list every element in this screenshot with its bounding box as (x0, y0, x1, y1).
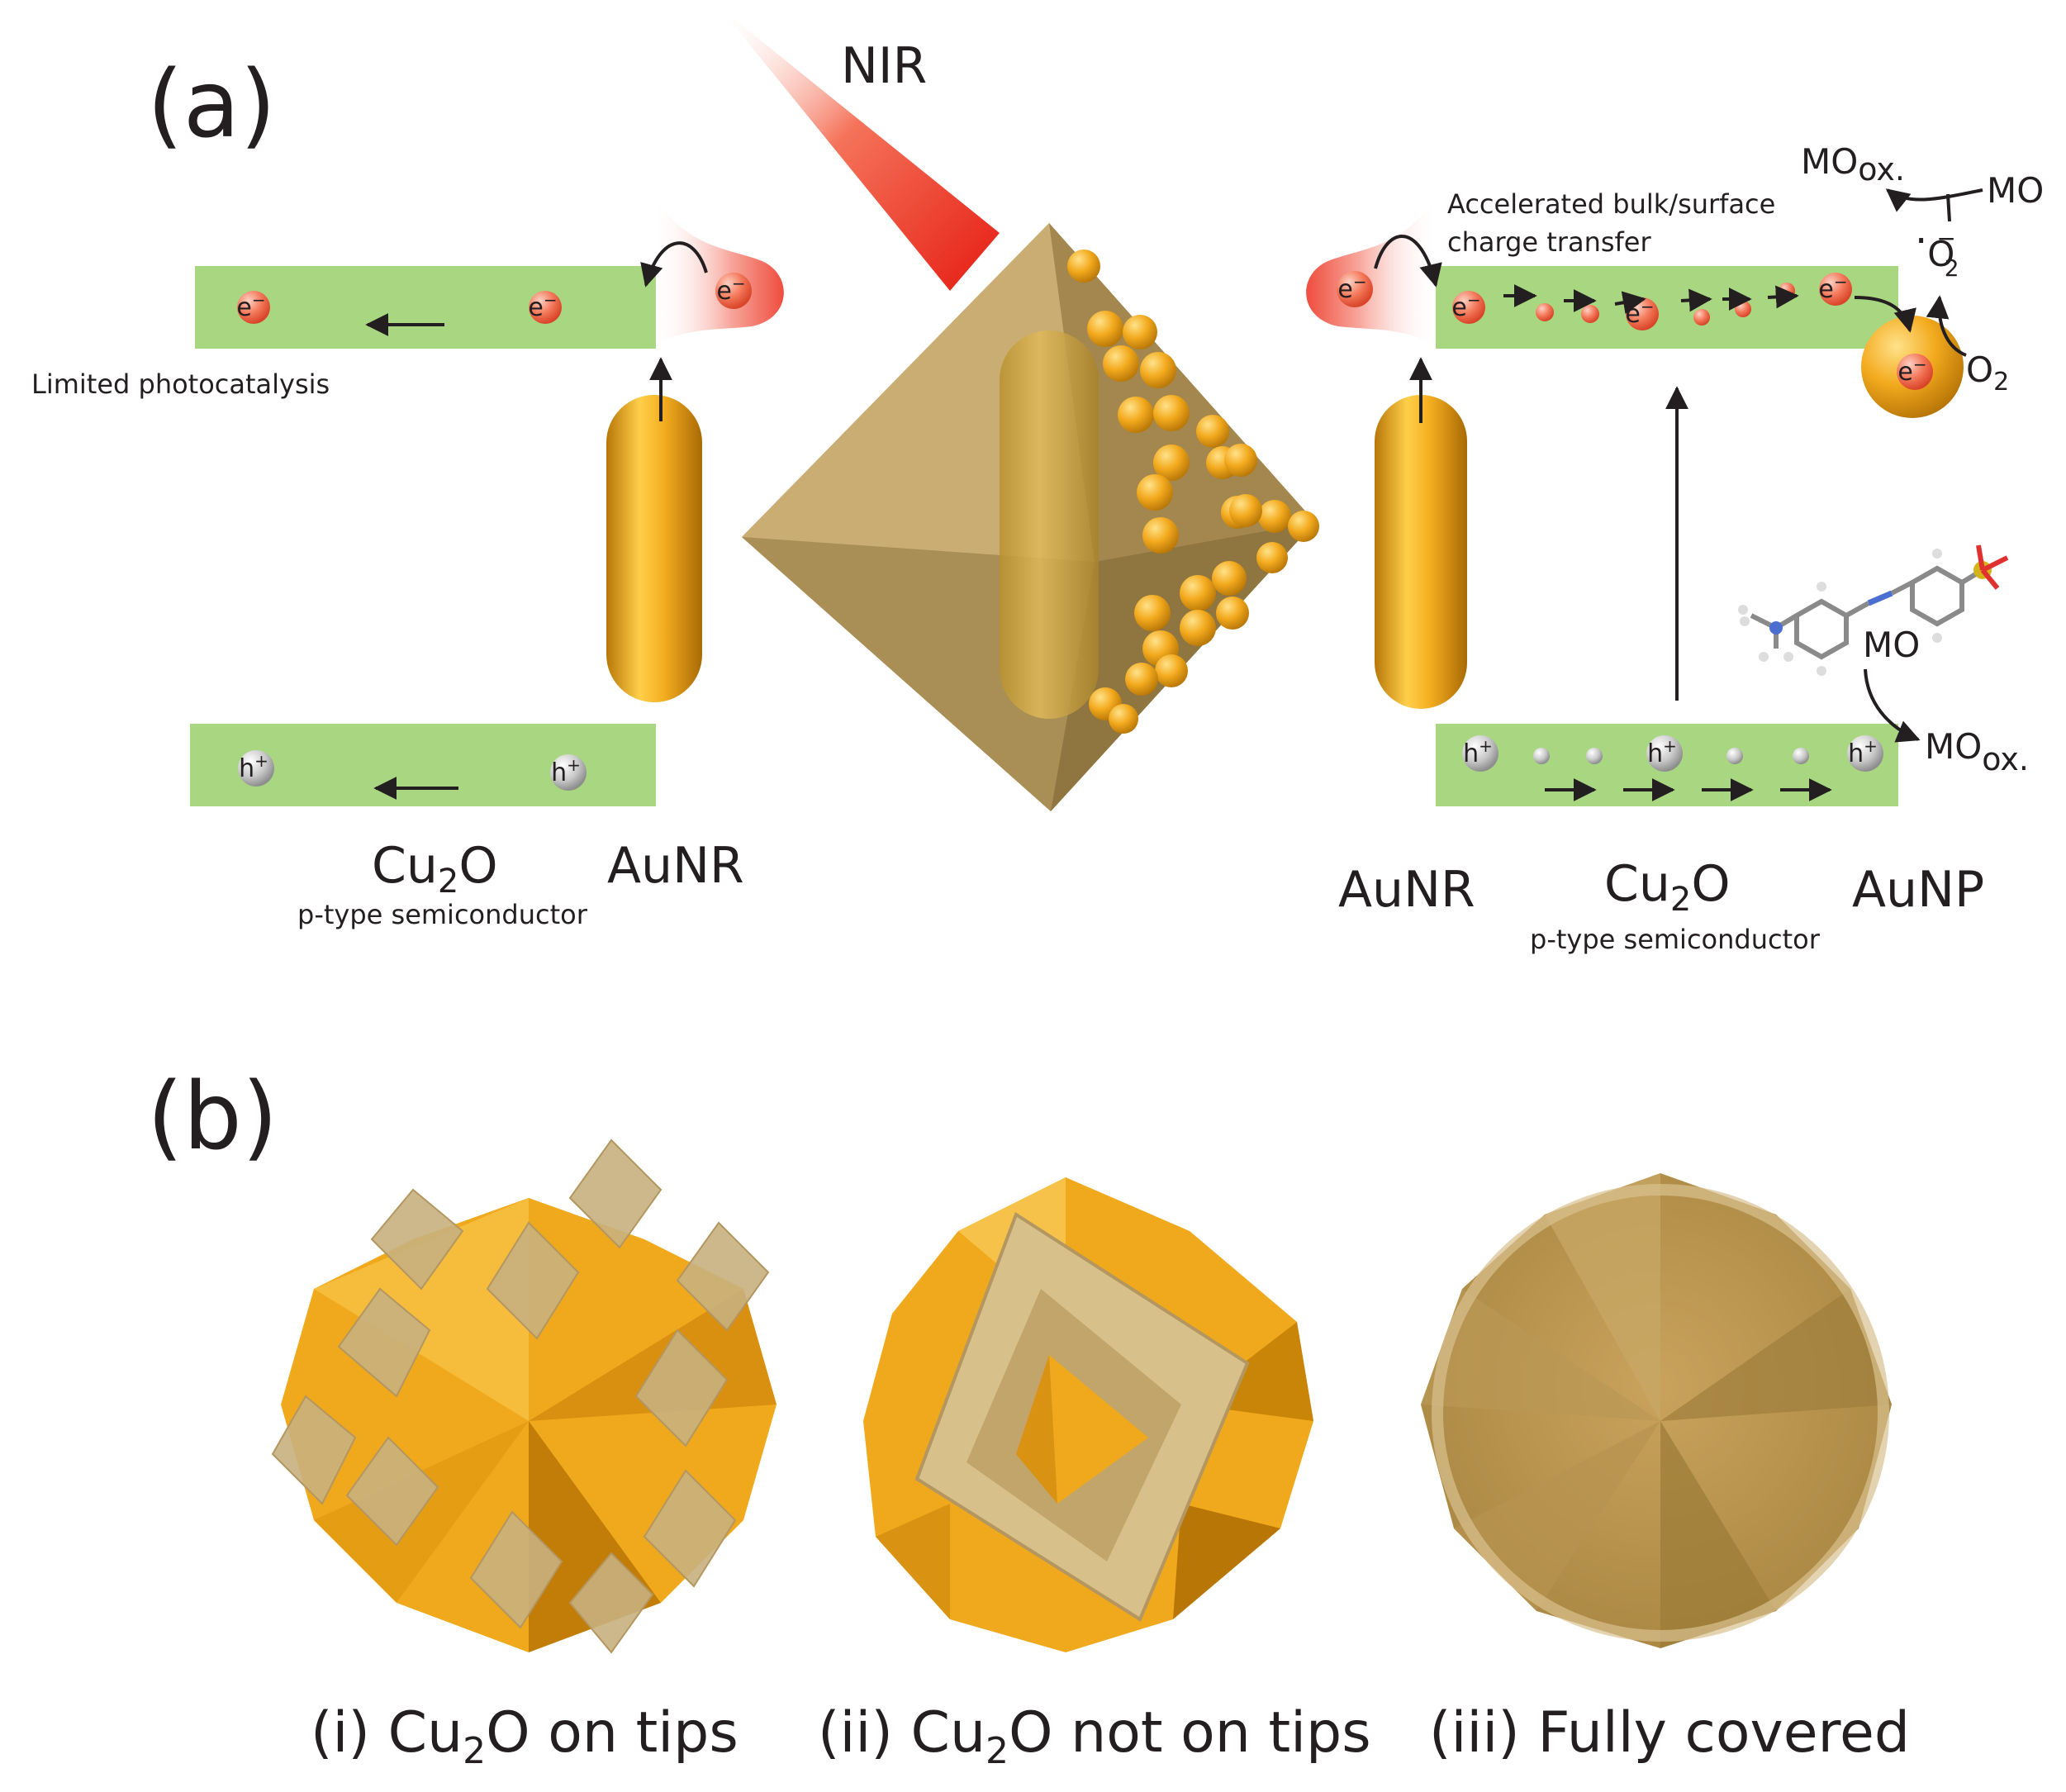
o2-label: O2 (1966, 349, 2009, 397)
hole-icon: h+ (238, 750, 274, 787)
svg-text:h+: h+ (239, 751, 268, 783)
hole-icon: h+ (1847, 735, 1883, 772)
right-cu2o-label: Cu2O (1604, 855, 1731, 919)
svg-text:e−: e− (1451, 290, 1480, 322)
hole-icon: h+ (1462, 735, 1498, 772)
panel-a-label: (a) (147, 51, 276, 159)
right-plasmon-glow (1306, 194, 1437, 347)
structure-cu2o-not-on-tips (863, 1177, 1313, 1652)
right-aunr-label: AuNR (1338, 861, 1475, 919)
mo-ox-top-label: MOox. (1801, 141, 1905, 188)
svg-text:e−: e− (1337, 272, 1366, 304)
left-gold-nanorod (606, 395, 702, 702)
electron-icon: e− (1451, 290, 1485, 324)
mo-ox-bottom-label: MOox. (1925, 726, 2029, 777)
svg-text:h+: h+ (1463, 736, 1493, 768)
small-holes (1533, 748, 1809, 764)
mo-top-arrow (1885, 188, 1983, 212)
right-cu2o-cb-band (1436, 266, 1898, 349)
left-aunr-label: AuNR (607, 837, 744, 895)
caption-i: (i) Cu2O on tips (311, 1700, 739, 1772)
nir-beam (719, 7, 1000, 291)
electron-icon: e− (1818, 272, 1852, 306)
svg-text:e−: e− (716, 273, 745, 306)
accelerated-label-line1: Accelerated bulk/surface (1447, 188, 1775, 220)
left-ptype-label: p-type semiconductor (297, 899, 588, 930)
gold-nanoparticles (1067, 250, 1319, 734)
svg-text:h+: h+ (551, 755, 581, 787)
caption-ii: (ii) Cu2O not on tips (818, 1700, 1371, 1772)
hole-icon: h+ (550, 754, 587, 791)
svg-text:e−: e− (236, 290, 265, 322)
electron-icon: e− (1337, 271, 1373, 307)
electron-icon: e− (1897, 354, 1933, 390)
mo-bottom-arrow (1864, 668, 1921, 743)
electron-icon: e− (528, 290, 562, 324)
accelerated-label-line2: charge transfer (1447, 226, 1651, 258)
radical-attack-line (1946, 193, 1951, 222)
right-ptype-label: p-type semiconductor (1530, 924, 1821, 955)
panel-b-label: (b) (147, 1063, 278, 1171)
hole-icon: h+ (1646, 735, 1683, 772)
left-plasmon-glow (653, 194, 784, 347)
svg-text:e−: e− (1818, 272, 1847, 304)
limited-photocatalysis-label: Limited photocatalysis (31, 368, 330, 400)
left-cu2o-label: Cu2O (372, 837, 498, 901)
mo-top-label: MO (1987, 170, 2044, 211)
left-cu2o-cb-band (195, 266, 656, 349)
mo-bottom-label: MO (1863, 625, 1920, 665)
superoxide-label: ·O−2 (1915, 218, 1959, 282)
o2-reduction-arrow (1926, 295, 1967, 357)
structure-fully-covered (1421, 1173, 1892, 1648)
structure-cu2o-on-tips (271, 1138, 777, 1654)
methyl-orange-molecule (1738, 544, 2009, 676)
svg-text:h+: h+ (1647, 736, 1677, 768)
electron-to-aunp-arrow (1854, 296, 1916, 333)
right-gold-nanorod (1375, 395, 1467, 709)
electron-icon: e− (715, 273, 752, 309)
nir-label: NIR (841, 37, 927, 95)
right-electron-arrows (1503, 284, 1799, 315)
caption-iii: (iii) Fully covered (1429, 1700, 1910, 1766)
left-injection-arrow (640, 241, 708, 288)
svg-text:h+: h+ (1848, 736, 1878, 768)
electron-icon: e− (236, 290, 270, 324)
svg-text:e−: e− (1897, 354, 1926, 387)
svg-text:e−: e− (528, 290, 557, 322)
right-aunp-label: AuNP (1852, 861, 1984, 919)
right-injection-arrow (1374, 235, 1442, 288)
